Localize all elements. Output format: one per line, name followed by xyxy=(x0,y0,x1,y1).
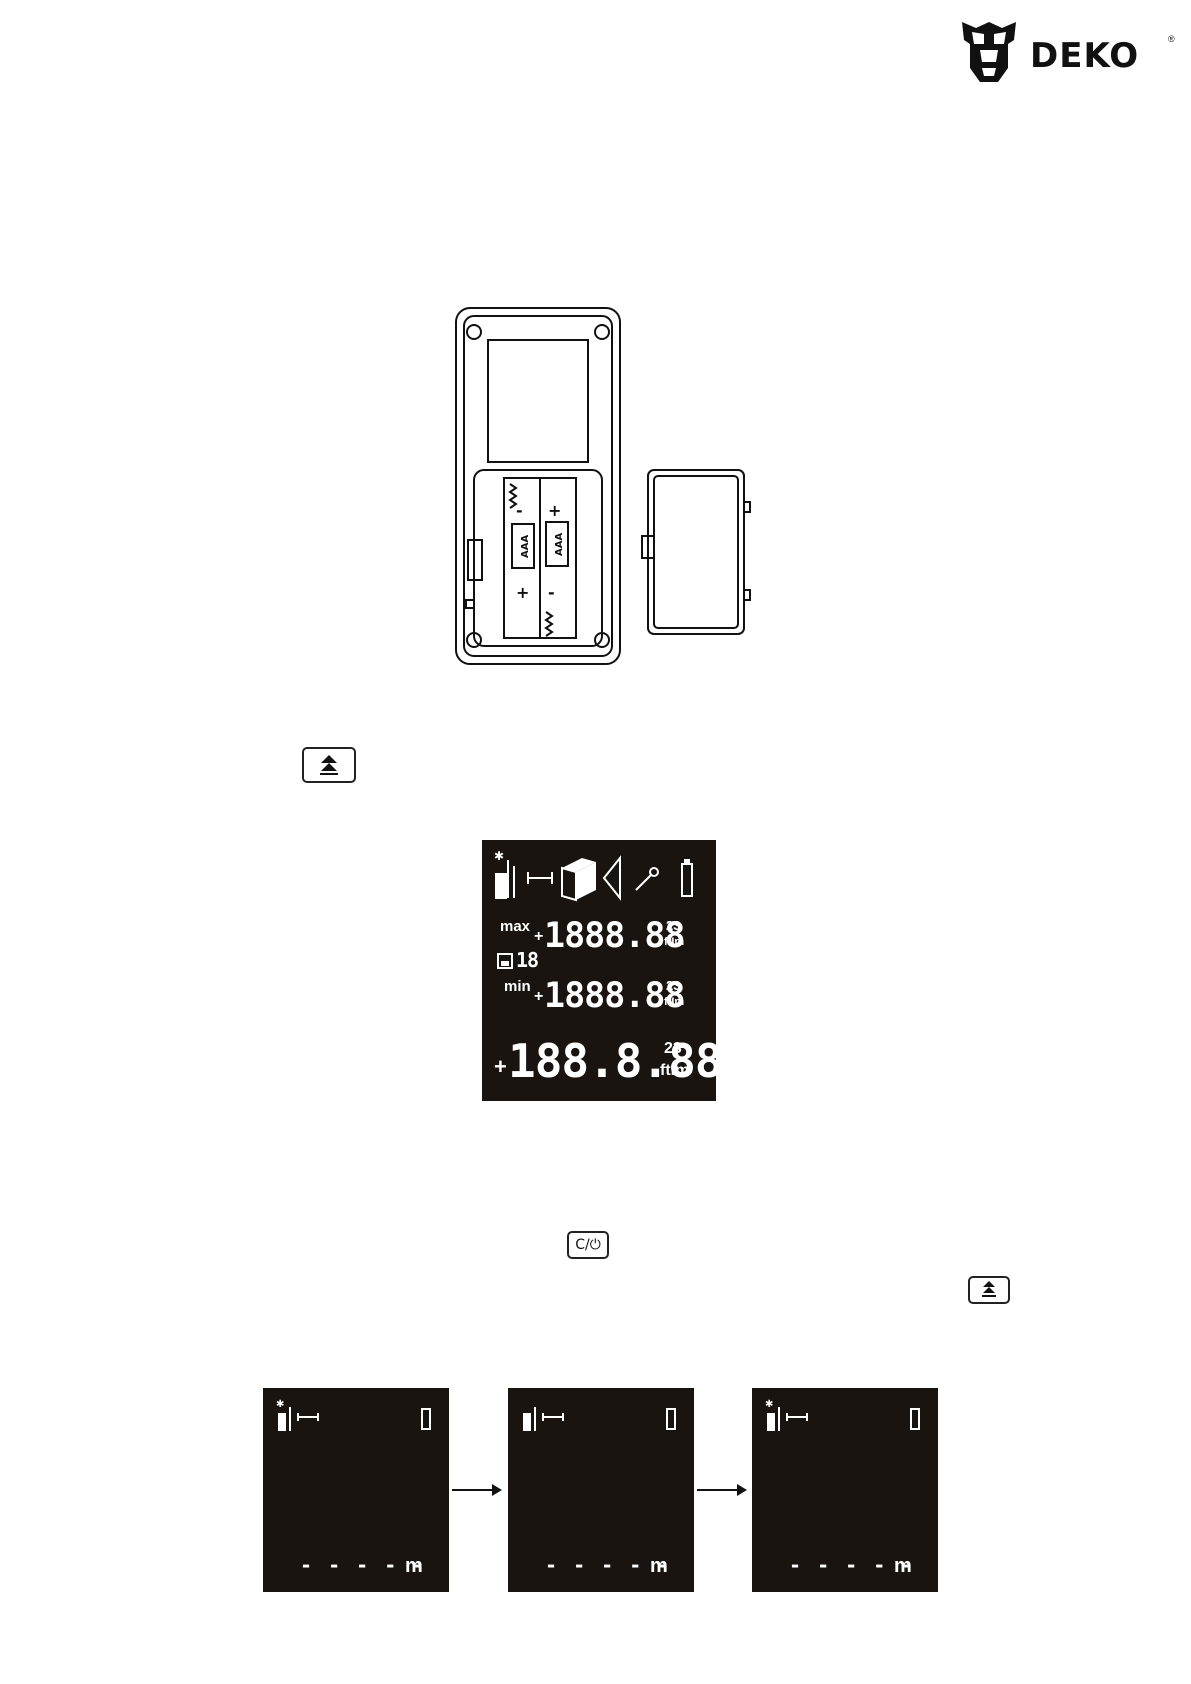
arrow-right-icon xyxy=(697,1484,747,1496)
lcd-screen-step-2: - - - - - m xyxy=(508,1388,694,1592)
dash-readout: - - - - - xyxy=(789,1553,916,1577)
sign-plus: + xyxy=(534,988,544,1005)
dash-readout: - - - - - xyxy=(300,1553,427,1577)
lcd-status-icons: ✱ xyxy=(276,1399,431,1431)
superscript-23: 23 xyxy=(666,918,681,933)
battery-type-label: AAA xyxy=(520,535,531,558)
brand-name: DEKO xyxy=(1030,36,1140,76)
arrow-right-icon xyxy=(452,1484,502,1496)
laser-icon: ✱ xyxy=(276,1399,284,1410)
unit-label: m xyxy=(405,1555,423,1577)
measure-key-icon xyxy=(302,747,356,783)
polarity-label: + xyxy=(548,501,561,520)
deko-logo: DEKO ® xyxy=(958,18,1178,86)
min-label: min xyxy=(504,978,531,995)
double-up-arrow-icon xyxy=(982,1281,996,1297)
superscript-23: 23 xyxy=(666,978,681,993)
lcd-display-full: ✱ max + 1888.88 23 ftIm 18 min + 1888.88… xyxy=(482,840,723,1101)
deko-helmet-icon xyxy=(962,22,1016,82)
polarity-label: - xyxy=(516,501,523,520)
superscript-23: 23 xyxy=(664,1040,682,1057)
max-value-digits: 1888.88 xyxy=(544,916,686,956)
clear-power-key-icon: C/⏻ xyxy=(567,1231,609,1259)
lcd-status-icons xyxy=(523,1407,676,1431)
lcd-screen-step-1: ✱ - - - - - m xyxy=(263,1388,449,1592)
unit-label: ftIm xyxy=(664,996,685,1008)
laser-icon: ✱ xyxy=(765,1399,773,1410)
lcd-icons-row: ✱ xyxy=(494,849,693,969)
max-label: max xyxy=(500,918,531,935)
laser-icon: ✱ xyxy=(494,849,504,863)
lcd-min-row: min + 1888.88 23 ftIm xyxy=(498,976,708,1026)
battery-installation-figure: - + + - AAA AAA xyxy=(440,300,760,672)
lcd-screen-step-3: ✱ - - - - - m xyxy=(752,1388,938,1592)
unit-label: m xyxy=(650,1555,668,1577)
battery-icon xyxy=(666,1408,676,1430)
lcd-max-row: max + 1888.88 23 ftIm xyxy=(498,916,708,964)
dash-readout: - - - - - xyxy=(545,1553,672,1577)
min-value-digits: 1888.88 xyxy=(544,976,686,1016)
clear-power-key-label: C/⏻ xyxy=(575,1237,601,1253)
measure-key-icon xyxy=(968,1276,1010,1304)
polarity-label: - xyxy=(548,583,555,602)
unit-label: m xyxy=(894,1555,912,1577)
double-up-arrow-icon xyxy=(320,755,338,775)
lcd-main-row: + 188.8.88 23 ftIm xyxy=(492,1034,723,1096)
sign-plus: + xyxy=(494,1054,507,1079)
unit-label: ftIm xyxy=(664,936,685,948)
battery-type-label: AAA xyxy=(554,533,565,556)
polarity-label: + xyxy=(516,583,529,602)
rangefinder-back-diagram: - + + - AAA AAA xyxy=(455,307,751,665)
registered-mark: ® xyxy=(1168,34,1175,44)
main-value-digits: 188.8.88 xyxy=(508,1034,723,1088)
unit-label: ftIm xyxy=(660,1062,690,1079)
battery-icon xyxy=(910,1408,920,1430)
battery-icon xyxy=(421,1408,431,1430)
memory-digits: 18 xyxy=(516,948,539,972)
lcd-status-icons: ✱ xyxy=(765,1399,920,1431)
sign-plus: + xyxy=(534,928,544,945)
